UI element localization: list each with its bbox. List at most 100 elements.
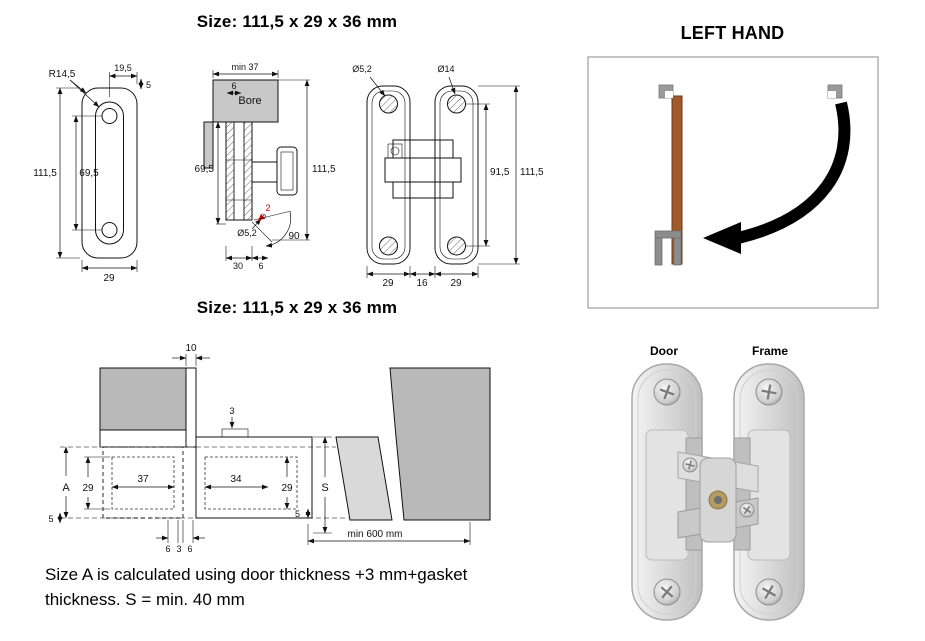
dim-29-right: 29 (281, 483, 293, 494)
frame-plate-outline (434, 85, 479, 265)
dim29-left (84, 456, 110, 510)
bore-label: Bore (238, 95, 261, 107)
dim-6-right: 6 (187, 544, 192, 554)
plate-slot (95, 101, 124, 245)
dim-capdia: Ø14 (437, 64, 454, 74)
screwdia-leader (369, 76, 386, 97)
door-edge-bevel (335, 436, 393, 521)
angle-arc (265, 211, 291, 248)
hinge-marker-bottom-icon (654, 230, 682, 266)
screw-arm-lower-icon (739, 502, 755, 518)
door-plate-inner (371, 90, 406, 260)
dim-29-left: 29 (82, 483, 94, 494)
dim-37: 37 (137, 474, 149, 485)
min37-dim (212, 70, 279, 78)
caption-note: Size A is calculated using door thicknes… (45, 565, 468, 609)
hinge-body-right (195, 436, 313, 519)
height-dim3 (478, 85, 520, 265)
hinge-body-right-inner (204, 456, 298, 510)
dim-height2: 111,5 (312, 164, 336, 175)
dim-holespan2: 69,5 (195, 164, 215, 175)
hinge-body-left-dashed (102, 446, 184, 519)
dim-depth30: 30 (233, 261, 243, 271)
dim-height: 111,5 (33, 168, 57, 179)
left-hand-title: LEFT HAND (680, 23, 785, 43)
min600-dim (307, 522, 471, 545)
dim-wright: 29 (450, 278, 462, 289)
dim-holespan3: 91,5 (490, 167, 510, 178)
dim-wleft: 29 (382, 278, 394, 289)
height-dim2 (272, 79, 310, 241)
dim-angle90: 90 (288, 231, 300, 242)
swing-line (253, 210, 292, 221)
dim-min37: min 37 (231, 62, 258, 72)
dim-width: 29 (103, 273, 115, 284)
dim-edge5: 5 (146, 80, 151, 90)
door-plate-panel (645, 429, 689, 561)
dim636 (156, 520, 205, 543)
dim-topwidth: 19,5 (114, 63, 132, 73)
screw-top-right-icon (755, 378, 783, 406)
bore-pocket (212, 79, 279, 123)
screw-bottom-right-icon (755, 578, 783, 606)
frame-label: Frame (752, 344, 788, 358)
swing-arrow-icon (703, 101, 851, 254)
dim-screwdia: Ø5,2 (352, 64, 372, 74)
dim-5-right: 5 (295, 509, 300, 519)
bottom-dims3 (366, 266, 479, 278)
radius-leaders (69, 79, 100, 108)
hinge-mechanism (384, 139, 462, 199)
pivot-pin-center (714, 496, 722, 504)
screw-hole-bottom (101, 222, 118, 238)
dim-wgap: 16 (416, 278, 428, 289)
dim-A: A (62, 482, 70, 494)
screw-holes-hatched (379, 94, 466, 256)
plate-front-view: R14,5 19,5 5 111,5 69,5 29 (33, 63, 151, 284)
height-dim (56, 87, 80, 259)
installation-section-view: 10 3 A 29 37 34 29 (48, 343, 491, 554)
frame-plate-panel (747, 429, 791, 561)
size-title-top: Size: 111,5 x 29 x 36 mm (196, 12, 398, 31)
dim-pinhole: Ø5,2 (237, 228, 257, 238)
dim-34: 34 (230, 474, 242, 485)
dim-3-mid: 3 (176, 544, 181, 554)
width-dim (81, 260, 138, 272)
hinge-body-section (225, 121, 298, 243)
frame-plate-inner (439, 90, 474, 260)
dim-S: S (321, 482, 328, 494)
screw-bottom-left-icon (653, 578, 681, 606)
dim-5-left: 5 (48, 514, 53, 524)
door-label: Door (650, 344, 678, 358)
dim-height3: 111,5 (520, 167, 544, 178)
frame10-dim (172, 354, 210, 366)
holespan-dim (72, 115, 102, 231)
hinge-marker-top-left-icon (658, 84, 674, 99)
dim-holespan: 69,5 (79, 168, 99, 179)
screw-hole-top (101, 108, 118, 124)
dim-gap2: 2 (265, 203, 270, 213)
hinge-product-image: Door Frame (631, 344, 805, 621)
hinge-front-view: Ø5,2 Ø14 91,5 111,5 29 16 29 (352, 64, 544, 289)
depth30-dim (225, 246, 253, 261)
pocket-side-strip (203, 121, 214, 169)
dim-6-left: 6 (165, 544, 170, 554)
dim-gap3: 3 (229, 406, 234, 416)
left-hand-diagram (587, 56, 879, 309)
size-title-mid: Size: 111,5 x 29 x 36 mm (196, 298, 398, 317)
holespan-dim2 (204, 121, 226, 225)
hinge-body-left-inner (111, 456, 175, 510)
dim-radius: R14,5 (49, 69, 76, 80)
capdia-leader (448, 76, 456, 95)
side-section-view: min 37 6 Bore 69,5 (195, 62, 336, 271)
frame-section-block (99, 367, 187, 431)
screw-top-left-icon (653, 378, 681, 406)
dimS (313, 436, 332, 534)
frame-rebate (99, 429, 187, 448)
frame-edge-strip (185, 367, 197, 448)
dim-edge6: 6 (231, 81, 236, 91)
gap-notch (221, 428, 249, 438)
hinge-marker-top-right-icon (827, 84, 843, 99)
holespan-dim3 (466, 103, 490, 247)
topwidth-dim (109, 72, 138, 97)
